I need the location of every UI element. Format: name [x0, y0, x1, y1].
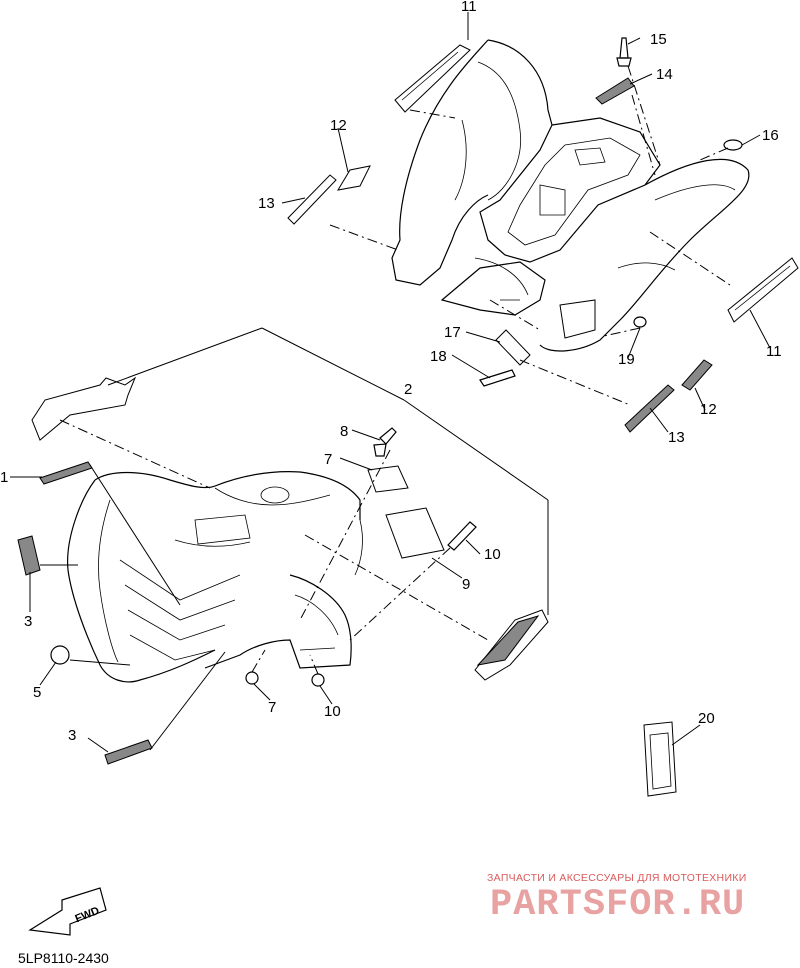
callout-11-right: 11	[766, 343, 782, 360]
callout-16: 16	[762, 127, 779, 144]
callout-3-lower: 3	[68, 727, 76, 744]
decal-part-12-right	[681, 359, 713, 391]
callout-13-right: 13	[668, 429, 685, 446]
callout-9: 10	[484, 546, 501, 563]
decal-part-11-right	[727, 257, 799, 323]
callout-19: 19	[618, 351, 635, 368]
decal-part-14	[595, 77, 635, 105]
callout-7: 7	[268, 699, 276, 716]
diagram-code: 5LP8110-2430	[18, 950, 109, 966]
front-fender	[67, 471, 363, 683]
decal-part-12-upper	[337, 165, 371, 191]
screw-part-6	[373, 427, 397, 457]
callout-20: 20	[698, 710, 715, 727]
leader-lines	[10, 12, 771, 753]
grommet-part-19	[633, 316, 647, 328]
callout-3-upper: 3	[24, 613, 32, 630]
watermark-caption: ЗАПЧАСТИ И АКСЕССУАРЫ ДЛЯ МОТОТЕХНИКИ	[487, 872, 747, 884]
decal-part-3-upper	[17, 535, 41, 576]
fastener-part-15	[616, 37, 632, 67]
callout-12-top: 12	[330, 117, 347, 134]
callout-4: 5	[33, 684, 41, 701]
grommet-part-7	[245, 671, 259, 685]
callout-8: 9	[462, 576, 470, 593]
callout-15: 15	[650, 31, 667, 48]
emblem-part-4	[50, 645, 70, 665]
callout-17: 17	[444, 324, 461, 341]
decal-part-13-upper	[287, 174, 337, 225]
callout-6: 8	[340, 423, 348, 440]
decal-part-13-right	[624, 384, 675, 433]
screw-part-9	[447, 521, 477, 551]
fwd-arrow: FWD	[28, 887, 107, 936]
center-lines	[59, 65, 731, 675]
decal-part-2-left	[31, 376, 137, 441]
callout-5: 7	[324, 451, 332, 468]
callout-numbers: 11 15 14 12 16 13 17 11 18 19 2 12 8 13 …	[0, 0, 782, 744]
rear-fender	[391, 39, 750, 352]
callout-18: 18	[430, 348, 447, 365]
plate-part-5	[367, 465, 409, 493]
callout-12-right: 12	[700, 401, 717, 418]
plate-part-17	[495, 329, 531, 366]
decal-part-11-upper	[394, 44, 471, 113]
grommet-part-10	[311, 673, 325, 687]
callout-13-left: 13	[258, 195, 275, 212]
watermark-logo: PARTSFOR.RU	[490, 884, 746, 926]
plate-part-8	[385, 507, 445, 559]
callout-10: 10	[324, 703, 341, 720]
screw-part-18	[479, 369, 516, 387]
decal-part-1	[39, 461, 93, 485]
callout-14: 14	[656, 66, 673, 83]
decal-part-3-lower	[104, 739, 153, 765]
label-part-20	[643, 721, 677, 797]
callout-1: 1	[0, 469, 8, 486]
callout-11-top: 11	[461, 0, 477, 15]
decal-part-2-right	[474, 609, 549, 681]
fwd-label: FWD	[73, 905, 101, 926]
callout-2: 2	[404, 381, 412, 398]
